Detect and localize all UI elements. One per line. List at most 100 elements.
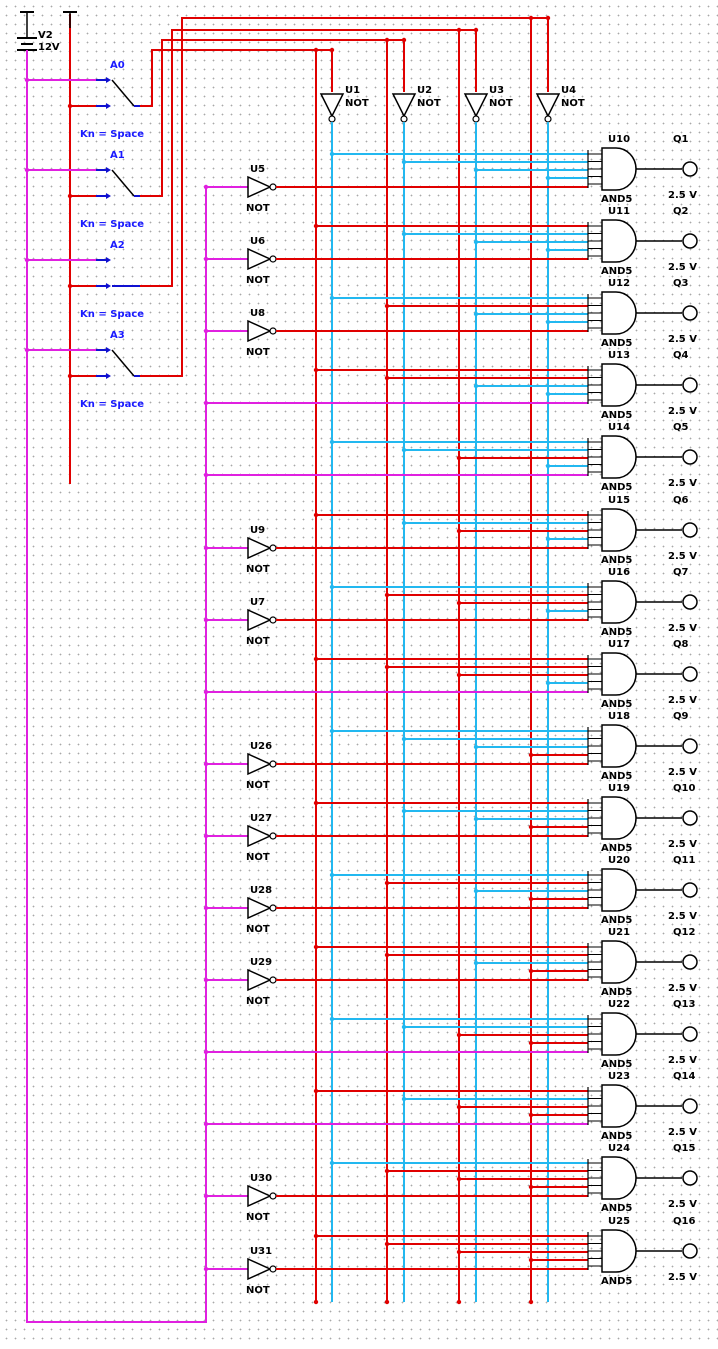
gate-name-label: U10 — [608, 134, 630, 145]
output-probe — [682, 449, 698, 465]
and-gate-u14 — [601, 435, 637, 479]
junction-dot — [528, 968, 534, 974]
gate-name-label: U12 — [608, 278, 630, 289]
switch-arrow — [106, 167, 111, 173]
switch-blade — [111, 349, 135, 377]
output-voltage-label: 2.5 V — [668, 1199, 697, 1210]
switch-arrow — [106, 373, 111, 379]
junction-dot — [528, 1257, 534, 1263]
junction-dot — [545, 391, 551, 397]
output-voltage-label: 2.5 V — [668, 551, 697, 562]
gate-type-label: AND5 — [601, 555, 632, 566]
magenta-supply-rail — [26, 52, 207, 1323]
output-voltage-label: 2.5 V — [668, 406, 697, 417]
junction-dot — [473, 311, 479, 317]
gate-type-label: AND5 — [601, 699, 632, 710]
junction-dot — [545, 680, 551, 686]
switch-arrow — [106, 193, 111, 199]
and-gate-u17 — [601, 652, 637, 696]
junction-dot — [313, 656, 319, 662]
top-inverter-u2 — [391, 93, 417, 118]
output-name-label: Q10 — [673, 783, 695, 794]
junction-dot — [384, 303, 390, 309]
switch-output-a2 — [140, 29, 477, 287]
junction-dot — [456, 600, 462, 606]
junction-dot — [24, 347, 30, 353]
junction-dot — [384, 1168, 390, 1174]
junction-dot — [384, 952, 390, 958]
junction-dot — [545, 608, 551, 614]
left-inverter-name-label: U5 — [250, 164, 265, 175]
junction-dot — [456, 672, 462, 678]
junction-dot — [545, 15, 551, 21]
switch-name-label: A1 — [110, 150, 125, 161]
output-probe — [682, 810, 698, 826]
inverter-bubble — [269, 832, 277, 840]
switch-blade — [111, 79, 135, 107]
junction-dot — [473, 383, 479, 389]
junction-dot — [545, 463, 551, 469]
switch-output-a1 — [140, 39, 405, 197]
gate-type-label: AND5 — [601, 1059, 632, 1070]
output-name-label: Q11 — [673, 855, 695, 866]
output-name-label: Q4 — [673, 350, 689, 361]
junction-dot — [384, 375, 390, 381]
junction-dot — [384, 880, 390, 886]
junction-dot — [456, 455, 462, 461]
junction-dot — [329, 47, 335, 53]
gate-type-label: AND5 — [601, 1131, 632, 1142]
output-probe — [682, 738, 698, 754]
gate-name-label: U15 — [608, 495, 630, 506]
junction-dot — [24, 257, 30, 263]
junction-dot — [313, 1233, 319, 1239]
gate-type-label: AND5 — [601, 987, 632, 998]
output-voltage-label: 2.5 V — [668, 1127, 697, 1138]
switch-arrow — [106, 103, 111, 109]
gate-name-label: U23 — [608, 1071, 630, 1082]
junction-dot — [473, 816, 479, 822]
left-inverter-name-label: U7 — [250, 597, 265, 608]
junction-dot — [384, 37, 390, 43]
switch-arrow — [106, 77, 111, 83]
inverter-bubble — [269, 544, 277, 552]
junction-dot — [473, 960, 479, 966]
top-inverter-name-label: U4 — [561, 85, 576, 96]
junction-dot — [24, 167, 30, 173]
and-gate-u23 — [601, 1084, 637, 1128]
junction-dot — [528, 15, 534, 21]
left-inverter-type-label: NOT — [246, 347, 270, 358]
gate-type-label: AND5 — [601, 915, 632, 926]
switch-name-label: A2 — [110, 240, 125, 251]
junction-dot — [313, 800, 319, 806]
junction-dot — [401, 447, 407, 453]
junction-dot — [313, 512, 319, 518]
left-inverter-type-label: NOT — [246, 1285, 270, 1296]
inverter-bubble — [400, 115, 408, 123]
output-name-label: Q5 — [673, 422, 689, 433]
output-voltage-label: 2.5 V — [668, 695, 697, 706]
output-voltage-label: 2.5 V — [668, 478, 697, 489]
battery-name-label: V2 — [38, 30, 53, 41]
junction-dot — [473, 167, 479, 173]
left-inverter-name-label: U31 — [250, 1246, 272, 1257]
junction-dot — [329, 295, 335, 301]
left-inverter-type-label: NOT — [246, 564, 270, 575]
gate-type-label: AND5 — [601, 338, 632, 349]
output-name-label: Q1 — [673, 134, 689, 145]
junction-dot — [329, 872, 335, 878]
junction-dot — [67, 283, 73, 289]
left-inverter-u5 — [247, 175, 272, 199]
left-inverter-name-label: U28 — [250, 885, 272, 896]
inverter-bubble — [328, 115, 336, 123]
gate-type-label: AND5 — [601, 266, 632, 277]
left-inverter-u7 — [247, 608, 272, 632]
junction-dot — [456, 1032, 462, 1038]
left-inverter-type-label: NOT — [246, 924, 270, 935]
gate-type-label: AND5 — [601, 843, 632, 854]
terminal-dot — [384, 1299, 390, 1305]
top-inverter-name-label: U3 — [489, 85, 504, 96]
output-probe — [682, 1243, 698, 1259]
left-inverter-type-label: NOT — [246, 780, 270, 791]
gate-name-label: U19 — [608, 783, 630, 794]
